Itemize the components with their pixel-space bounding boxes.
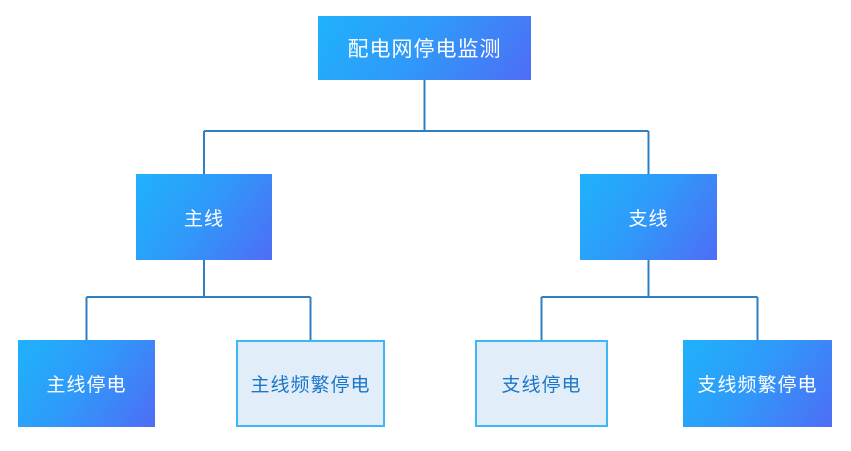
- node-root-distribution-network-outage-monitoring[interactable]: 配电网停电监测: [318, 16, 531, 80]
- node-main-line-frequent-outage[interactable]: 主线频繁停电: [236, 340, 385, 427]
- node-branch-line-outage[interactable]: 支线停电: [475, 340, 608, 427]
- node-main-line-outage[interactable]: 主线停电: [18, 340, 155, 427]
- node-main-line[interactable]: 主线: [136, 174, 272, 260]
- node-branch-line-frequent-outage[interactable]: 支线频繁停电: [683, 340, 832, 427]
- node-branch-line[interactable]: 支线: [580, 174, 717, 260]
